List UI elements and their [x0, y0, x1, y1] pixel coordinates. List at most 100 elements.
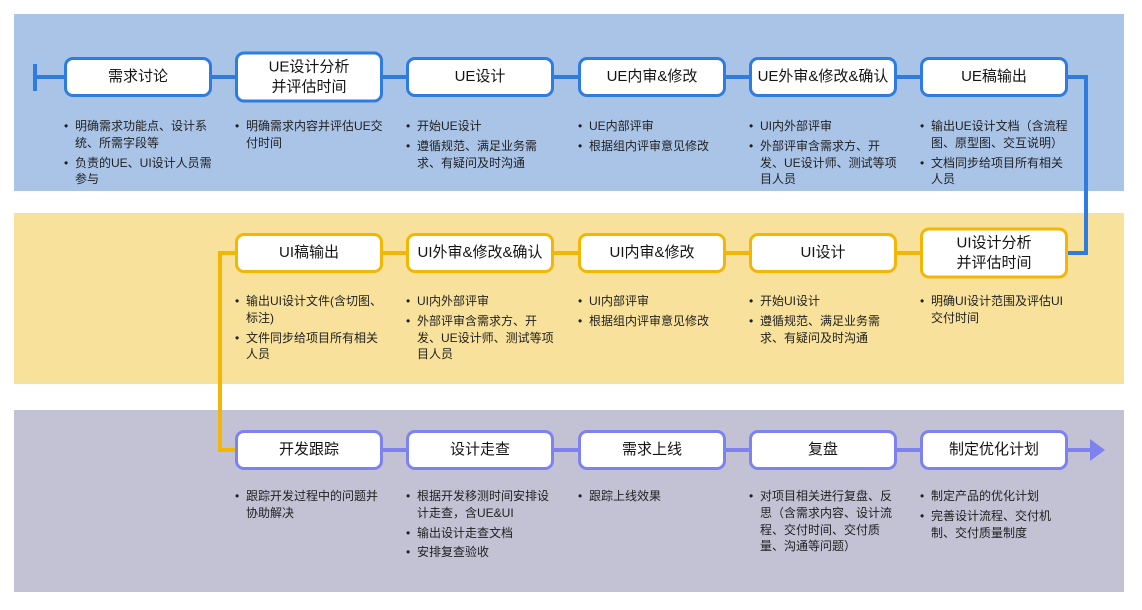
step-title: UE外审&修改&确认: [757, 68, 889, 86]
step-box: UI设计分析 并评估时间: [920, 227, 1068, 279]
step-note: 文档同步给项目所有相关人员: [919, 155, 1074, 189]
step-notes: UI内外部评审 外部评审含需求方、开发、UE设计师、测试等项目人员: [748, 118, 903, 191]
ue-connector-segment: [726, 75, 749, 79]
step-title: UI设计分析 并评估时间: [956, 234, 1032, 272]
step-note: UE内部评审: [577, 118, 732, 135]
ue-connector-segment: [897, 75, 920, 79]
step-requirement-discussion: 需求讨论 明确需求功能点、设计系统、所需字段等 负责的UE、UI设计人员需参与: [64, 14, 212, 191]
step-ui-design: UI设计 开始UI设计 遵循规范、满足业务需求、有疑问及时沟通: [749, 213, 897, 384]
flow-start-marker: [33, 64, 37, 91]
step-notes: 明确需求功能点、设计系统、所需字段等 负责的UE、UI设计人员需参与: [63, 118, 218, 191]
step-title: 需求讨论: [107, 68, 168, 86]
step-title: 复盘: [807, 441, 838, 459]
step-note: 根据组内评审意见修改: [577, 138, 732, 155]
step-notes: UI内外部评审 外部评审含需求方、开发、UE设计师、测试等项目人员: [405, 293, 560, 366]
step-launch: 需求上线 跟踪上线效果: [578, 410, 726, 592]
step-title: UE设计分析 并评估时间: [268, 58, 350, 96]
step-title: UE稿输出: [961, 68, 1027, 86]
step-ue-internal-review: UE内审&修改 UE内部评审 根据组内评审意见修改: [578, 14, 726, 191]
step-note: 根据开发移测时间安排设计走查，含UE&UI: [405, 488, 560, 522]
ui-to-dev-connector-vertical: [218, 251, 222, 452]
step-retrospective: 复盘 对项目相关进行复盘、反思（含需求内容、设计流程、交付时间、交付质量、沟通等…: [749, 410, 897, 592]
step-notes: 开始UI设计 遵循规范、满足业务需求、有疑问及时沟通: [748, 293, 903, 349]
step-notes: UE内部评审 根据组内评审意见修改: [577, 118, 732, 158]
ui-connector-segment: [383, 251, 406, 255]
step-title: UI设计: [800, 244, 846, 262]
step-notes: UI内部评审 根据组内评审意见修改: [577, 293, 732, 333]
step-notes: 制定产品的优化计划 完善设计流程、交付机制、交付质量制度: [919, 488, 1074, 544]
ue-connector-segment: [37, 75, 64, 79]
step-note: 跟踪上线效果: [577, 488, 732, 505]
step-box: UI内审&修改: [578, 233, 726, 273]
step-title: UE设计: [454, 68, 506, 86]
dev-connector-segment: [554, 448, 578, 452]
step-note: 遵循规范、满足业务需求、有疑问及时沟通: [748, 313, 903, 347]
ui-connector-segment: [726, 251, 749, 255]
step-box: 制定优化计划: [920, 430, 1068, 470]
step-ue-external-review: UE外审&修改&确认 UI内外部评审 外部评审含需求方、开发、UE设计师、测试等…: [749, 14, 897, 191]
step-note: 跟踪开发过程中的问题并协助解决: [234, 488, 389, 522]
step-box: UE设计分析 并评估时间: [235, 51, 383, 103]
step-note: 输出设计走查文档: [405, 525, 560, 542]
step-ui-analysis-estimate: UI设计分析 并评估时间 明确UI设计范围及评估UI交付时间: [920, 213, 1068, 384]
step-ui-external-review: UI外审&修改&确认 UI内外部评审 外部评审含需求方、开发、UE设计师、测试等…: [406, 213, 554, 384]
step-note: 输出UI设计文件(含切图、标注): [234, 293, 389, 327]
step-optimization-plan: 制定优化计划 制定产品的优化计划 完善设计流程、交付机制、交付质量制度: [920, 410, 1068, 592]
step-box: 开发跟踪: [235, 430, 383, 470]
step-note: 开始UI设计: [748, 293, 903, 310]
step-box: UI设计: [749, 233, 897, 273]
step-note: 明确UI设计范围及评估UI交付时间: [919, 293, 1074, 327]
step-box: 需求讨论: [64, 57, 212, 97]
step-dev-tracking: 开发跟踪 跟踪开发过程中的问题并协助解决: [235, 410, 383, 592]
ui-phase-band: UI稿输出 输出UI设计文件(含切图、标注) 文件同步给项目所有相关人员 UI外…: [14, 213, 1124, 384]
ui-connector-segment: [897, 251, 920, 255]
step-note: 安排复查验收: [405, 544, 560, 561]
step-notes: 根据开发移测时间安排设计走查，含UE&UI 输出设计走查文档 安排复查验收: [405, 488, 560, 564]
step-title: 设计走查: [449, 441, 510, 459]
step-note: 外部评审含需求方、开发、UE设计师、测试等项目人员: [405, 313, 560, 363]
step-title: UI稿输出: [278, 244, 339, 262]
step-note: 开始UE设计: [405, 118, 560, 135]
step-ue-design: UE设计 开始UE设计 遵循规范、满足业务需求、有疑问及时沟通: [406, 14, 554, 191]
dev-phase-band: 开发跟踪 跟踪开发过程中的问题并协助解决 设计走查 根据开发移测时间安排设计走查…: [14, 410, 1124, 592]
step-note: UI内外部评审: [405, 293, 560, 310]
step-note: 遵循规范、满足业务需求、有疑问及时沟通: [405, 138, 560, 172]
ui-connector-segment: [554, 251, 578, 255]
step-notes: 跟踪上线效果: [577, 488, 732, 508]
step-notes: 明确UI设计范围及评估UI交付时间: [919, 293, 1074, 330]
ui-to-dev-connector-exit: [218, 251, 235, 255]
flow-end-arrow-icon: [1090, 439, 1105, 461]
step-note: 对项目相关进行复盘、反思（含需求内容、设计流程、交付时间、交付质量、沟通等问题）: [748, 488, 903, 555]
step-notes: 输出UI设计文件(含切图、标注) 文件同步给项目所有相关人员: [234, 293, 389, 366]
step-box: UE内审&修改: [578, 57, 726, 97]
ui-to-dev-connector-elbow: [218, 448, 235, 452]
step-title: UI内审&修改: [609, 244, 695, 262]
step-box: 设计走查: [406, 430, 554, 470]
step-note: 完善设计流程、交付机制、交付质量制度: [919, 508, 1074, 542]
step-box: UE稿输出: [920, 57, 1068, 97]
step-title: 制定优化计划: [948, 441, 1039, 459]
step-note: 制定产品的优化计划: [919, 488, 1074, 505]
ue-to-ui-connector-elbow: [1068, 251, 1088, 255]
step-note: 明确需求功能点、设计系统、所需字段等: [63, 118, 218, 152]
ue-connector-segment: [383, 75, 406, 79]
step-notes: 明确需求内容并评估UE交付时间: [234, 118, 389, 155]
dev-connector-segment: [383, 448, 406, 452]
step-box: 复盘: [749, 430, 897, 470]
step-title: UE内审&修改: [606, 68, 698, 86]
step-box: UE设计: [406, 57, 554, 97]
step-note: 明确需求内容并评估UE交付时间: [234, 118, 389, 152]
step-title: 开发跟踪: [278, 441, 339, 459]
ue-connector-segment: [1068, 75, 1088, 79]
step-note: 根据组内评审意见修改: [577, 313, 732, 330]
step-design-walkthrough: 设计走查 根据开发移测时间安排设计走查，含UE&UI 输出设计走查文档 安排复查…: [406, 410, 554, 592]
dev-connector-segment: [1068, 448, 1090, 452]
step-title: UI外审&修改&确认: [417, 244, 543, 262]
step-notes: 输出UE设计文档（含流程图、原型图、交互说明） 文档同步给项目所有相关人员: [919, 118, 1074, 191]
step-box: UI稿输出: [235, 233, 383, 273]
step-ui-deliverable: UI稿输出 输出UI设计文件(含切图、标注) 文件同步给项目所有相关人员: [235, 213, 383, 384]
step-notes: 开始UE设计 遵循规范、满足业务需求、有疑问及时沟通: [405, 118, 560, 174]
step-note: 输出UE设计文档（含流程图、原型图、交互说明）: [919, 118, 1074, 152]
step-box: 需求上线: [578, 430, 726, 470]
